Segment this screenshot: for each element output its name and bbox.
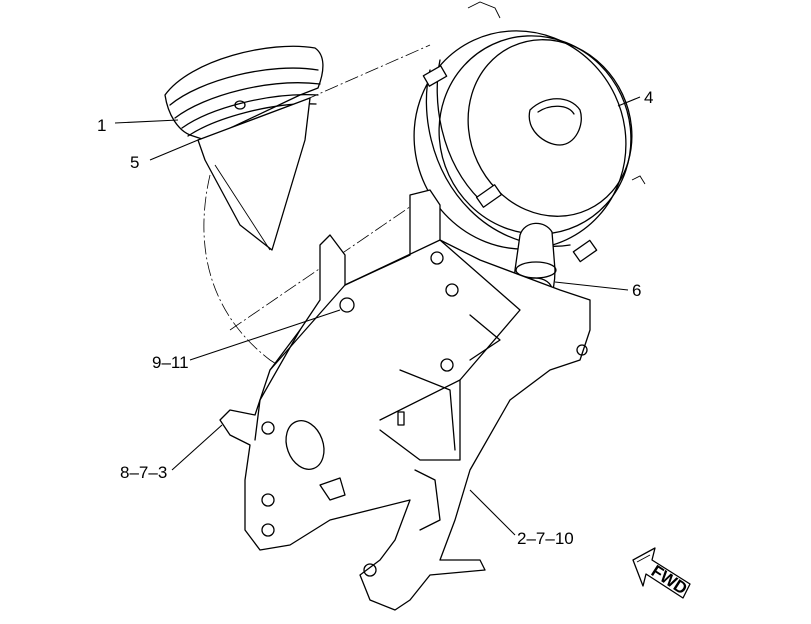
intake-duct [164,45,324,251]
leader-lines [114,96,641,536]
callout-5: 5 [130,153,139,172]
mounting-bracket [219,189,591,611]
callout-4: 4 [644,88,653,107]
callout-1: 1 [97,116,106,135]
callout-labels: 1 5 4 6 9–11 8–7–3 2–7–10 [97,88,653,548]
callout-8-7-3: 8–7–3 [120,463,167,482]
forward-direction-arrow: FWD [632,547,691,599]
callout-2-7-10: 2–7–10 [517,529,574,548]
callout-6: 6 [632,281,641,300]
air-cleaner-canister [413,1,646,263]
callout-9-11: 9–11 [152,353,189,372]
